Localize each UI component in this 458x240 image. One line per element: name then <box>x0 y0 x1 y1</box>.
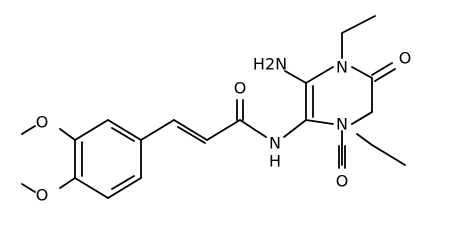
ring-o2-label: O <box>399 49 412 68</box>
atom-labels: H2N N N O O N H O O O <box>36 49 412 205</box>
bond <box>239 119 267 138</box>
methoxy-o3-label: O <box>36 113 49 132</box>
bond <box>107 119 142 141</box>
bond <box>74 177 109 199</box>
amide-o-label: O <box>234 79 247 98</box>
amide-n-label: N <box>269 134 281 153</box>
bond <box>21 183 36 193</box>
bond-ethyl <box>351 111 373 125</box>
bond <box>305 66 334 84</box>
ring-n3-label: N <box>336 115 348 134</box>
bond <box>173 119 208 141</box>
bond <box>59 128 76 141</box>
ring-o4-label: O <box>336 172 349 191</box>
bond <box>341 15 376 34</box>
bond <box>351 66 373 79</box>
bond <box>283 119 307 138</box>
methoxy-o4-label: O <box>36 186 49 205</box>
bond <box>140 119 175 141</box>
bond <box>356 133 373 146</box>
ring-n1-label: N <box>336 58 348 77</box>
bond-inner <box>111 127 135 142</box>
bond <box>284 70 307 84</box>
bond <box>59 177 76 189</box>
bond <box>21 125 36 135</box>
bond-double <box>371 62 393 76</box>
bond-double <box>177 126 206 144</box>
bond-lines <box>21 15 406 199</box>
amide-h-label: H <box>269 152 281 171</box>
bond <box>74 119 109 141</box>
bond <box>206 119 241 141</box>
bond <box>107 177 142 199</box>
bond <box>305 119 334 125</box>
bond-double <box>374 68 396 82</box>
bond-inner <box>111 175 135 190</box>
amine-nh2-label: H2N <box>253 55 287 74</box>
molecule-structure: H2N N N O O N H O O O <box>21 15 412 205</box>
bond <box>371 144 406 166</box>
